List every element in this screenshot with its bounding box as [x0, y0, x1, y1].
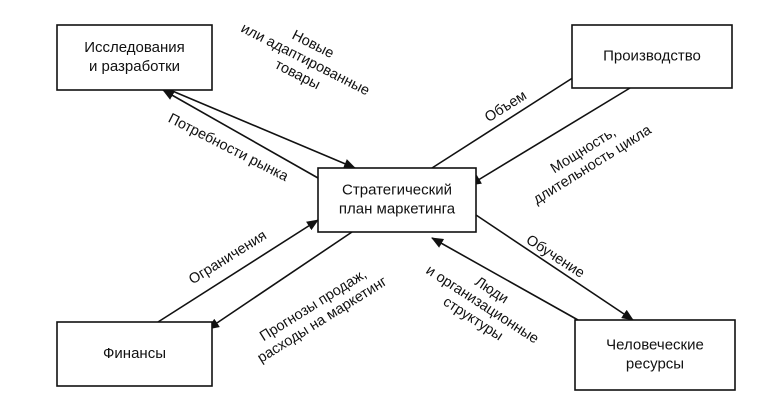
arrow-center-to-finance	[207, 231, 353, 330]
label-training-line: Обучение	[523, 232, 587, 282]
arrow-research-to-center	[169, 89, 356, 169]
arrow-center-to-research	[162, 89, 319, 179]
research-box-frame	[56, 24, 213, 91]
production-box-text-line: Производство	[603, 47, 701, 64]
finance-box-frame	[56, 321, 213, 387]
label-constraints: Ограничения	[186, 228, 269, 288]
hr-box-frame	[574, 319, 736, 391]
label-market-needs: Потребности рынка	[165, 111, 291, 186]
hr-box: Человеческие ресурсы	[574, 319, 736, 391]
production-box-frame	[571, 24, 733, 89]
label-market-needs-line: Потребности рынка	[165, 111, 291, 186]
nodes-layer: Исследования и разработки ПроизводствоСтра…	[56, 24, 736, 391]
label-training: Обучение	[523, 232, 587, 282]
edges-layer	[157, 69, 634, 330]
research-box: Исследования и разработки	[56, 24, 213, 91]
center-plan-box-text-line: Стратегический	[342, 181, 452, 198]
label-capacity-cycle: Мощность,длительность цикла	[530, 122, 655, 208]
label-constraints-line: Ограничения	[186, 228, 269, 288]
arrow-finance-to-center	[157, 219, 319, 323]
center-plan-box: Стратегический план маркетинга	[317, 167, 477, 233]
production-box: Производство	[571, 24, 733, 89]
hr-box-text-line: Человеческие	[606, 336, 704, 353]
center-plan-box-text-line: план маркетинга	[339, 200, 456, 217]
finance-box: Финансы	[56, 321, 213, 387]
arrow-center-to-hr	[475, 214, 634, 321]
arrow-center-to-production	[431, 69, 586, 169]
label-sales-forecasts: Прогнозы продаж,расходы на маркетинг	[255, 266, 390, 366]
finance-box-text-line: Финансы	[103, 345, 166, 362]
arrow-production-to-center	[469, 87, 631, 186]
center-plan-box-frame	[317, 167, 477, 233]
research-box-text-line: и разработки	[89, 58, 180, 75]
research-box-text-line: Исследования	[84, 39, 185, 56]
arrow-hr-to-center	[431, 237, 579, 321]
hr-box-text-line: ресурсы	[626, 355, 684, 372]
